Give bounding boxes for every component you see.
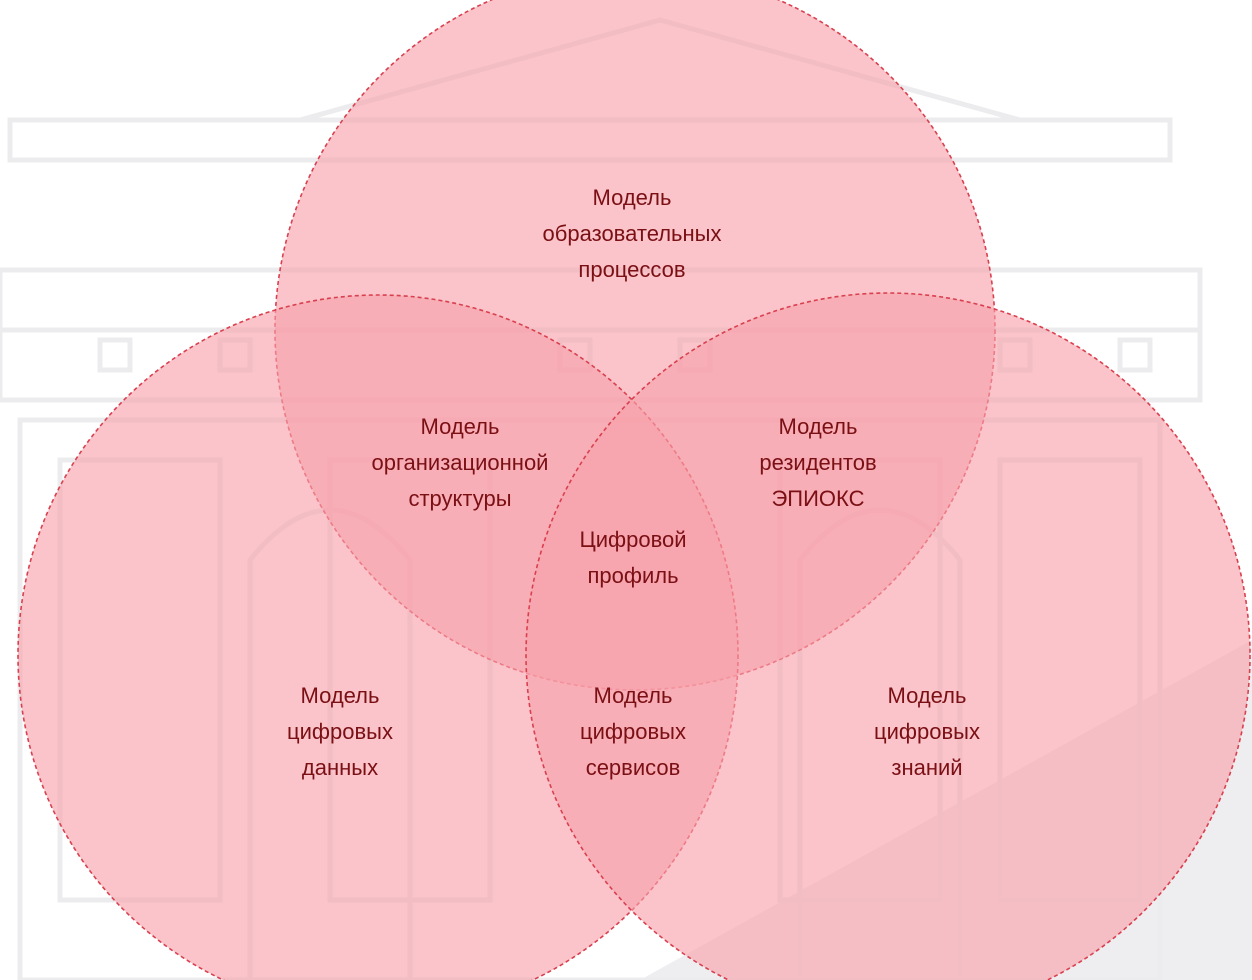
label-bottom-middle-line-3: сервисов — [585, 755, 681, 780]
label-top-left-line-3: структуры — [408, 486, 512, 511]
label-right-line-1: Модель — [887, 683, 967, 708]
label-bottom-middle-line-1: Модель — [593, 683, 673, 708]
label-right-line-3: знаний — [891, 755, 963, 780]
label-top-left: Модель организационной структуры — [372, 409, 549, 517]
label-right-line-2: цифровых — [874, 719, 980, 744]
label-left-line-2: цифровых — [287, 719, 393, 744]
label-center-line-1: Цифровой — [579, 527, 687, 552]
label-top-line-1: Модель — [592, 185, 672, 210]
label-top-left-line-1: Модель — [420, 414, 500, 439]
label-top-line-2: образовательных — [542, 221, 722, 246]
label-top-right-line-1: Модель — [778, 414, 858, 439]
label-center: Цифровой профиль — [579, 522, 686, 594]
label-left-line-1: Модель — [300, 683, 380, 708]
circle-right — [525, 292, 1251, 980]
label-top-right: Модель резидентов ЭПИОКС — [759, 409, 876, 517]
label-top-right-line-3: ЭПИОКС — [771, 486, 865, 511]
label-top-line-3: процессов — [578, 257, 686, 282]
label-top: Модель образовательных процессов — [543, 180, 722, 288]
label-bottom-middle: Модель цифровых сервисов — [580, 678, 686, 786]
label-center-line-2: профиль — [587, 563, 679, 588]
label-top-left-line-2: организационной — [371, 450, 549, 475]
label-left: Модель цифровых данных — [287, 678, 393, 786]
label-left-line-3: данных — [301, 755, 379, 780]
label-right: Модель цифровых знаний — [874, 678, 980, 786]
label-bottom-middle-line-2: цифровых — [580, 719, 686, 744]
label-top-right-line-2: резидентов — [759, 450, 877, 475]
